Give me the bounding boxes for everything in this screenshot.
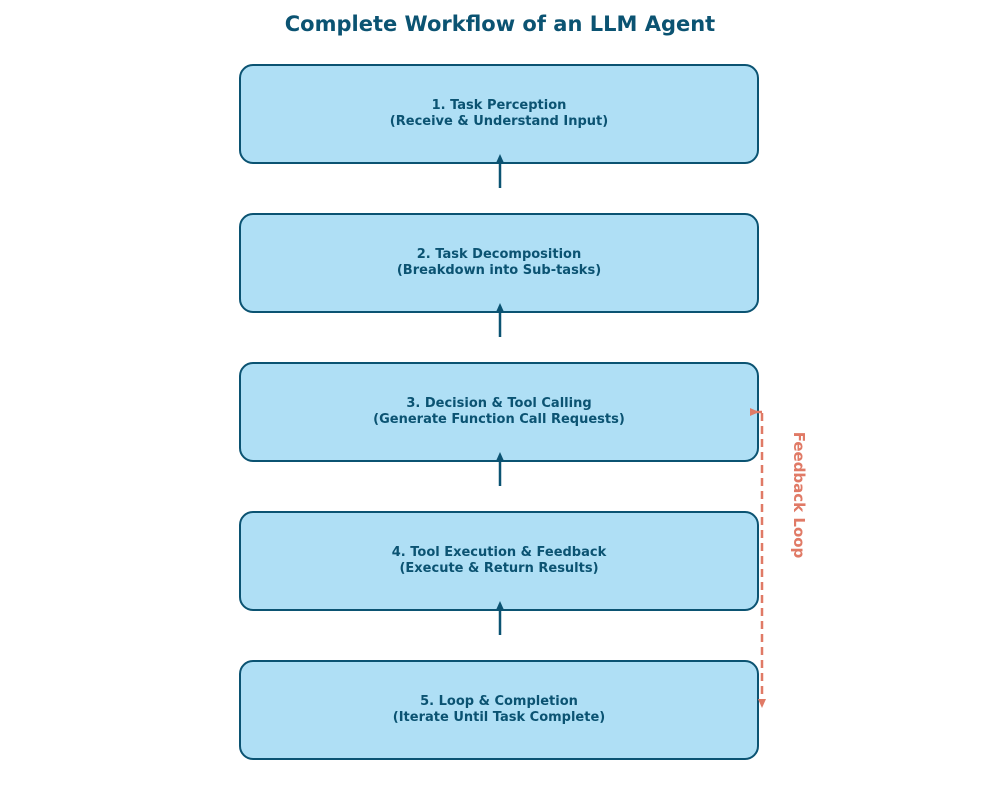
step-subtitle: (Execute & Return Results) xyxy=(399,561,599,576)
step-title: 5. Loop & Completion xyxy=(420,694,578,709)
step-subtitle: (Generate Function Call Requests) xyxy=(373,412,625,427)
step-box-task-perception: 1. Task Perception (Receive & Understand… xyxy=(239,64,759,164)
step-title: 4. Tool Execution & Feedback xyxy=(391,545,607,560)
step-title: 3. Decision & Tool Calling xyxy=(406,396,592,411)
step-title: 1. Task Perception xyxy=(431,98,567,113)
step-subtitle: (Breakdown into Sub-tasks) xyxy=(396,263,602,278)
diagram-title: Complete Workflow of an LLM Agent xyxy=(284,12,716,36)
step-box-decision-tool-calling: 3. Decision & Tool Calling (Generate Fun… xyxy=(239,362,759,462)
feedback-loop-label: Feedback Loop xyxy=(790,431,808,559)
step-box-loop-completion: 5. Loop & Completion (Iterate Until Task… xyxy=(239,660,759,760)
step-subtitle: (Iterate Until Task Complete) xyxy=(392,710,606,725)
step-box-task-decomposition: 2. Task Decomposition (Breakdown into Su… xyxy=(239,213,759,313)
step-subtitle: (Receive & Understand Input) xyxy=(389,114,609,129)
step-title: 2. Task Decomposition xyxy=(416,247,582,262)
step-box-tool-execution-feedback: 4. Tool Execution & Feedback (Execute & … xyxy=(239,511,759,611)
